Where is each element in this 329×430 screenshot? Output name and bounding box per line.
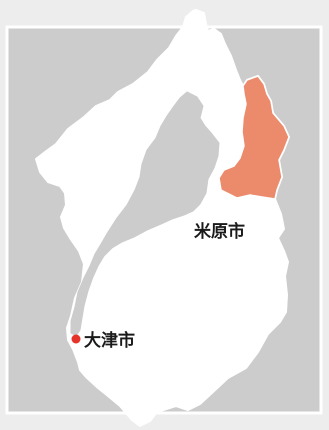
otsu-label: 大津市 (84, 330, 135, 351)
lake-islet (145, 236, 153, 242)
maibara-leader-line (231, 196, 236, 210)
maibara-label: 米原市 (194, 221, 245, 242)
lake-biwa (70, 91, 220, 337)
maibara-region (218, 75, 290, 200)
red-dot-icon (71, 334, 81, 344)
